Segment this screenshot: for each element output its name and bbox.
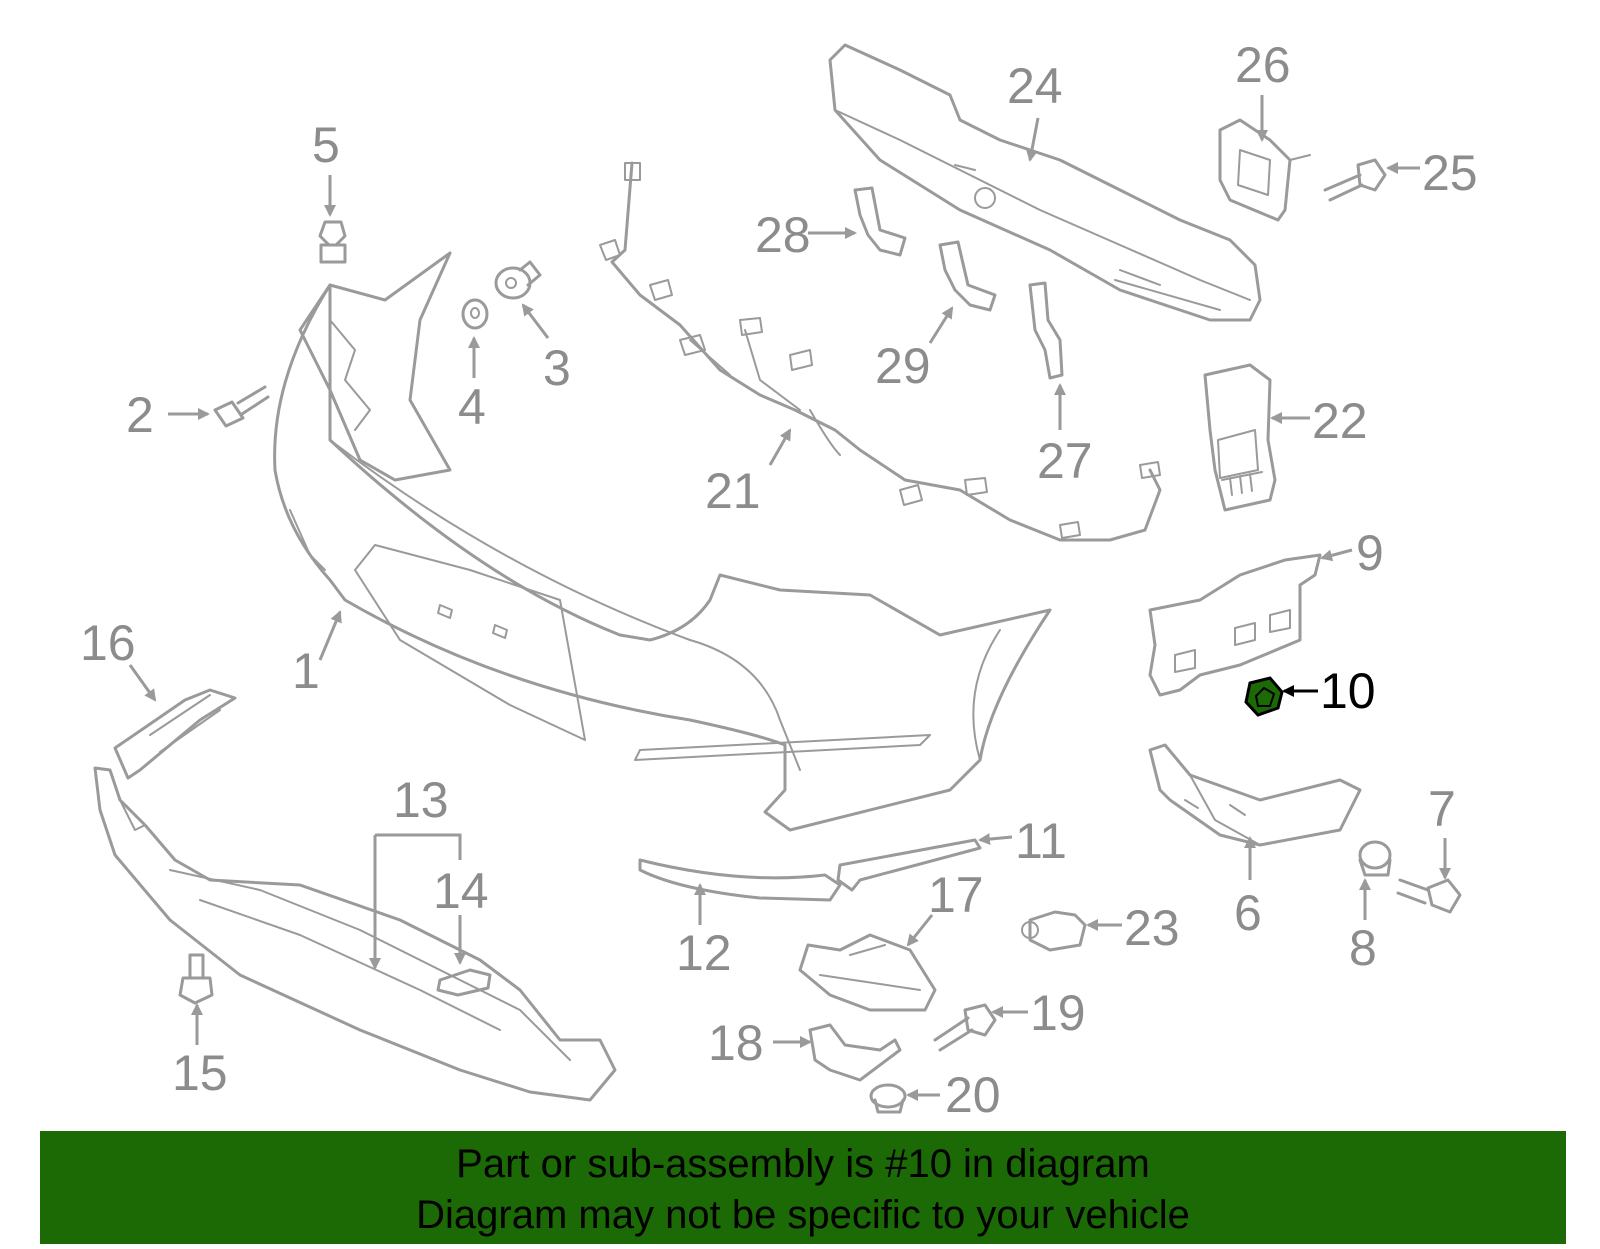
callout-14: 14 bbox=[433, 863, 489, 919]
banner-part-note: Part or sub-assembly is #10 in diagram bbox=[456, 1142, 1150, 1186]
part-8-grommet[interactable] bbox=[1358, 840, 1392, 877]
part-27-bracket[interactable] bbox=[1028, 281, 1064, 380]
part-24-reinforcement-beam[interactable] bbox=[828, 43, 1262, 322]
callout-24: 24 bbox=[1007, 58, 1063, 114]
callout-18: 18 bbox=[708, 1015, 764, 1071]
callout-2: 2 bbox=[126, 387, 154, 443]
callout-13: 13 bbox=[393, 772, 449, 828]
info-banner: Part or sub-assembly is #10 in diagram D… bbox=[40, 1131, 1566, 1244]
callout-1: 1 bbox=[292, 643, 320, 699]
callout-11: 11 bbox=[1015, 813, 1067, 869]
callout-17: 17 bbox=[928, 867, 984, 923]
callout-9: 9 bbox=[1356, 525, 1384, 581]
part-23-sensor[interactable] bbox=[1021, 910, 1087, 952]
callout-28: 28 bbox=[755, 207, 811, 263]
banner-disclaimer: Diagram may not be specific to your vehi… bbox=[416, 1193, 1190, 1237]
callout-25: 25 bbox=[1422, 145, 1478, 201]
part-26-bracket[interactable] bbox=[1218, 118, 1311, 222]
callout-5: 5 bbox=[312, 117, 340, 173]
part-6-bracket[interactable] bbox=[1148, 743, 1362, 847]
callout-3: 3 bbox=[543, 340, 571, 396]
part-28-bracket[interactable] bbox=[853, 186, 907, 257]
part-13-lower-cover[interactable] bbox=[93, 766, 617, 1102]
part-16-bracket[interactable] bbox=[113, 688, 237, 780]
part-20-clip[interactable] bbox=[869, 1083, 907, 1114]
callout-15: 15 bbox=[172, 1045, 228, 1101]
callout-26: 26 bbox=[1235, 37, 1291, 93]
part-12-molding[interactable] bbox=[638, 858, 842, 902]
callout-8: 8 bbox=[1349, 920, 1377, 976]
callout-16: 16 bbox=[80, 615, 136, 671]
callout-4: 4 bbox=[458, 379, 486, 435]
callout-7: 7 bbox=[1428, 781, 1456, 837]
callout-21: 21 bbox=[705, 463, 761, 519]
part-14-pad[interactable] bbox=[436, 968, 492, 997]
callout-20: 20 bbox=[945, 1067, 1001, 1123]
part-29-bracket[interactable] bbox=[938, 240, 997, 312]
part-4-washer[interactable] bbox=[461, 298, 489, 330]
part-7-bolt[interactable] bbox=[1396, 878, 1462, 914]
part-22-bracket[interactable] bbox=[1203, 363, 1277, 512]
part-19-bolt[interactable] bbox=[933, 1003, 997, 1052]
callout-6: 6 bbox=[1234, 885, 1262, 941]
part-11-molding[interactable] bbox=[836, 838, 982, 892]
part-1-bumper-cover[interactable] bbox=[273, 251, 1052, 832]
part-10-nut-highlighted[interactable] bbox=[1244, 676, 1284, 717]
callout-12: 12 bbox=[676, 925, 732, 981]
callout-29: 29 bbox=[875, 338, 931, 394]
callout-23: 23 bbox=[1124, 900, 1180, 956]
part-9-bracket[interactable] bbox=[1148, 553, 1322, 697]
callout-22: 22 bbox=[1312, 393, 1368, 449]
callout-arrows bbox=[128, 95, 1451, 1101]
callout-10: 10 bbox=[1320, 663, 1376, 719]
part-3-clip[interactable] bbox=[494, 260, 542, 300]
part-5-bolt[interactable] bbox=[318, 220, 347, 264]
callout-labels: 5 2 3 4 1 6 7 8 9 10 11 12 13 14 15 16 1… bbox=[80, 37, 1478, 1123]
part-25-bolt[interactable] bbox=[1323, 158, 1387, 202]
part-15-bolt[interactable] bbox=[178, 953, 214, 1005]
callout-19: 19 bbox=[1030, 985, 1086, 1041]
callout-27: 27 bbox=[1037, 433, 1093, 489]
part-21-wiring-harness[interactable] bbox=[599, 161, 1162, 542]
part-18-bracket[interactable] bbox=[808, 1023, 902, 1082]
part-17-lamp-bezel[interactable] bbox=[798, 933, 937, 1012]
part-2-screw[interactable] bbox=[213, 385, 270, 428]
